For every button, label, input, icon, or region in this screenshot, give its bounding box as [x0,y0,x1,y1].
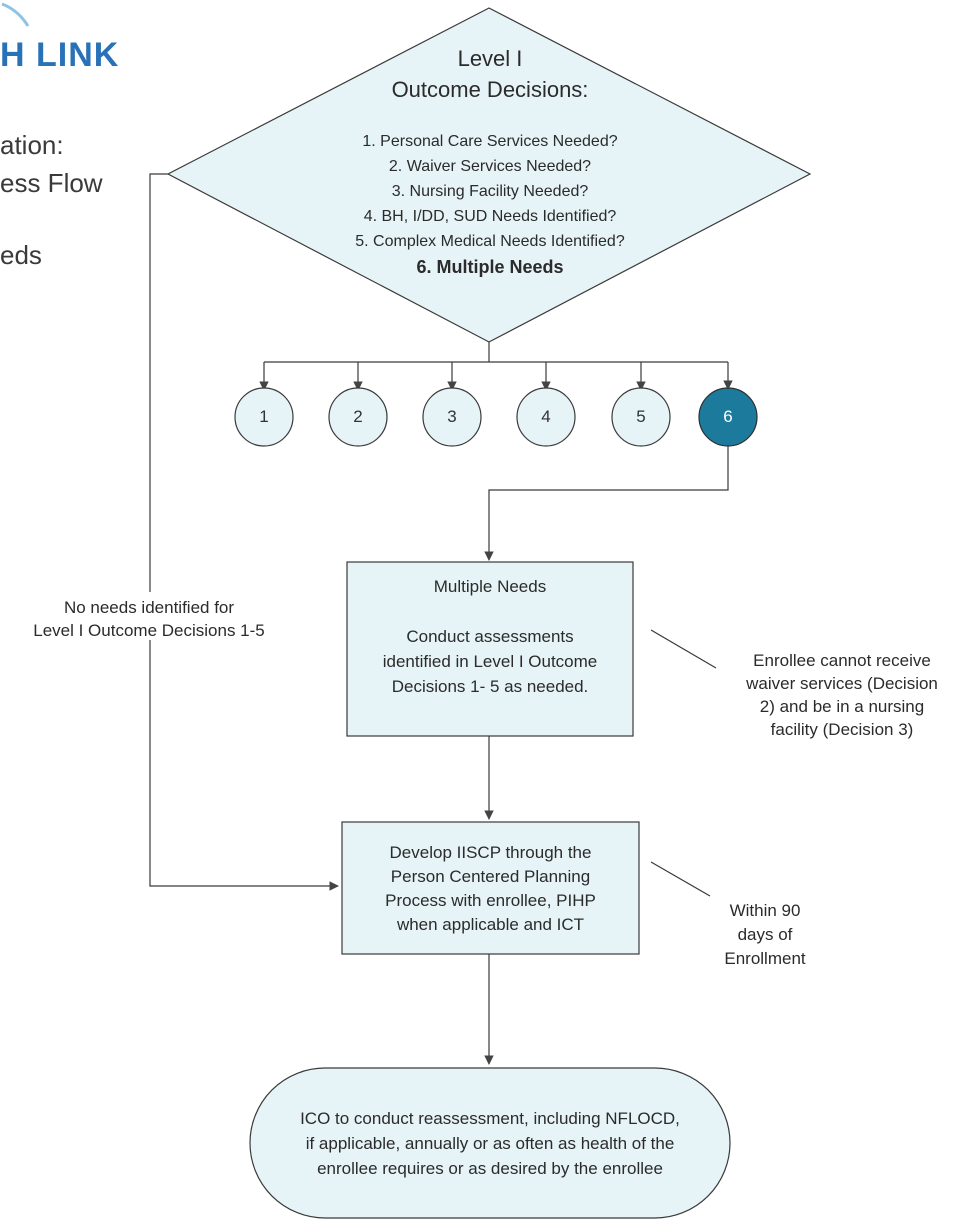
multiple-needs-line-3: Decisions 1- 5 as needed. [391,677,589,696]
decision-title-line-2: Outcome Decisions: [391,77,589,102]
reassessment-terminal [249,1067,731,1219]
outcome-label-3: 3 [447,407,457,426]
iiscp-line-1: Develop IISCP through the [389,843,592,862]
page-title-line-2: ess Flow [0,168,103,198]
outcome-circle-4 [516,387,576,447]
enrollee-note-line-4: facility (Decision 3) [770,720,914,739]
reassessment-line-2: if applicable, annually or as often as h… [305,1134,675,1153]
outcome-circle-1 [234,387,294,447]
page-title-line-3: eds [0,240,42,270]
outcome-label-2: 2 [353,407,363,426]
decision-item-6: 6. Multiple Needs [416,257,564,277]
iiscp-line-3: Process with enrollee, PIHP [385,891,596,910]
outcome-label-4: 4 [541,407,551,426]
multiple-needs-title: Multiple Needs [433,577,547,596]
iiscp-line-2: Person Centered Planning [390,867,591,886]
outcome-label-5: 5 [636,407,646,426]
no-needs-note-line-1: No needs identified for [63,598,235,617]
decision-item-5: 5. Complex Medical Needs Identified? [355,233,625,250]
reassessment-line-1: ICO to conduct reassessment, including N… [300,1109,680,1128]
timing-note-line-3: Enrollment [724,949,806,968]
outcome-circle-5 [611,387,671,447]
outcome-circle-3 [422,387,482,447]
outcome-label-6: 6 [723,407,733,426]
reassessment-line-3: enrollee requires or as desired by the e… [317,1159,663,1178]
multiple-needs-box [346,561,634,737]
outcome-circle-2 [328,387,388,447]
logo-swoosh-icon [1,2,30,27]
decision-item-2: 2. Waiver Services Needed? [388,158,592,175]
multiple-needs-line-2: identified in Level I Outcome [382,652,598,671]
no-needs-note-line-2: Level I Outcome Decisions 1-5 [33,621,265,640]
decision-item-4: 4. BH, I/DD, SUD Needs Identified? [363,208,617,225]
enrollee-note-line-3: 2) and be in a nursing [759,697,925,716]
timing-note-line-2: days of [737,925,793,944]
decision-item-3: 3. Nursing Facility Needed? [391,183,589,200]
page-title-line-1: ation: [0,130,64,160]
enrollee-note-line-1: Enrollee cannot receive [753,651,931,670]
timing-note-line-1: Within 90 [729,901,801,920]
decision-item-1: 1. Personal Care Services Needed? [362,133,618,150]
enrollee-note-line-2: waiver services (Decision [746,674,938,693]
decision-title-line-1: Level I [457,46,523,71]
iiscp-box [341,821,640,955]
iiscp-line-4: when applicable and ICT [396,915,585,934]
multiple-needs-line-1: Conduct assessments [406,627,574,646]
outcome-label-1: 1 [259,407,269,426]
logo-text: H LINK [0,36,120,74]
